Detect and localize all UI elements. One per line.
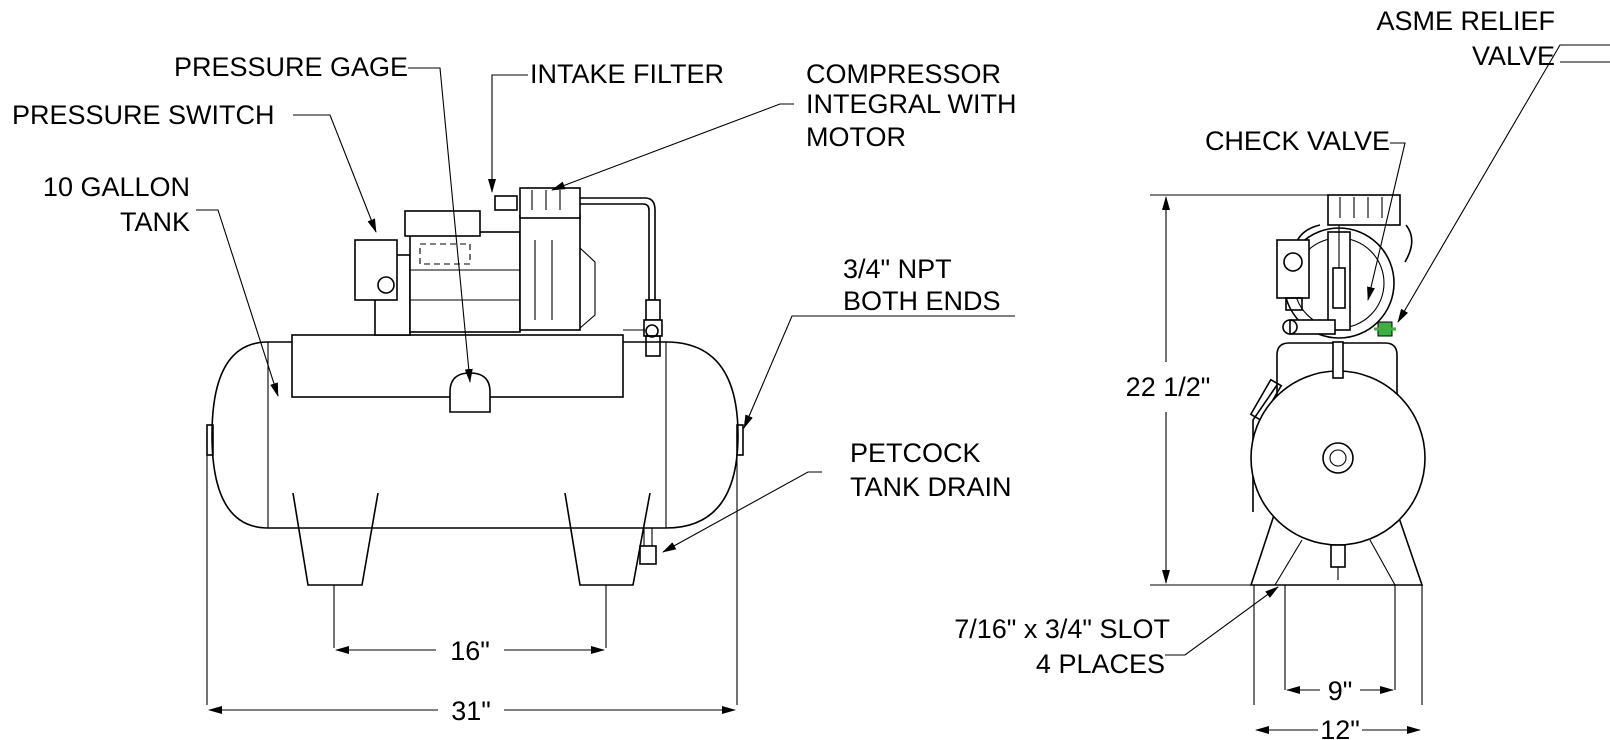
tank-leg-right: [564, 492, 651, 586]
label-check-valve: CHECK VALVE: [1205, 126, 1390, 156]
side-view: [1150, 44, 1610, 734]
motor-housing: [409, 231, 521, 333]
intake-filter: [494, 195, 518, 211]
label-slot-1: 7/16" x 3/4" SLOT: [954, 614, 1170, 644]
label-pressure-gage: PRESSURE GAGE: [174, 52, 408, 82]
label-compressor-3: MOTOR: [806, 122, 906, 152]
dim-slot-spacing: 9": [1328, 676, 1353, 706]
compressor-head: [519, 214, 581, 331]
label-intake-filter: INTAKE FILTER: [530, 59, 724, 89]
dim-height: 22 1/2": [1126, 372, 1211, 402]
tank-end: [1250, 370, 1426, 546]
label-petcock-1: PETCOCK: [850, 438, 981, 468]
label-npt-1: 3/4" NPT: [843, 254, 952, 284]
label-asme-1: ASME RELIEF: [1376, 6, 1555, 36]
label-pressure-switch: PRESSURE SWITCH: [12, 100, 275, 130]
label-asme-2: VALVE: [1472, 41, 1555, 71]
front-view: [196, 67, 1015, 714]
label-slot-2: 4 PLACES: [1036, 649, 1165, 679]
label-compressor-2: INTEGRAL WITH: [806, 89, 1017, 119]
side-pressure-switch: [1276, 239, 1310, 299]
dim-leg-spacing: 16": [450, 636, 490, 666]
discharge-tube: [580, 197, 656, 301]
label-tank-1: 10 GALLON: [43, 172, 190, 202]
dim-base-width: 12": [1320, 715, 1360, 740]
dim-overall-length: 31": [451, 696, 491, 726]
label-petcock-2: TANK DRAIN: [850, 472, 1012, 502]
label-tank-2: TANK: [120, 207, 190, 237]
label-npt-2: BOTH ENDS: [843, 286, 1001, 316]
pressure-switch: [354, 239, 398, 301]
cylinder-fins: [519, 187, 581, 219]
label-compressor-1: COMPRESSOR: [806, 59, 1001, 89]
petcock: [639, 545, 657, 565]
tank-leg-left: [292, 492, 379, 586]
